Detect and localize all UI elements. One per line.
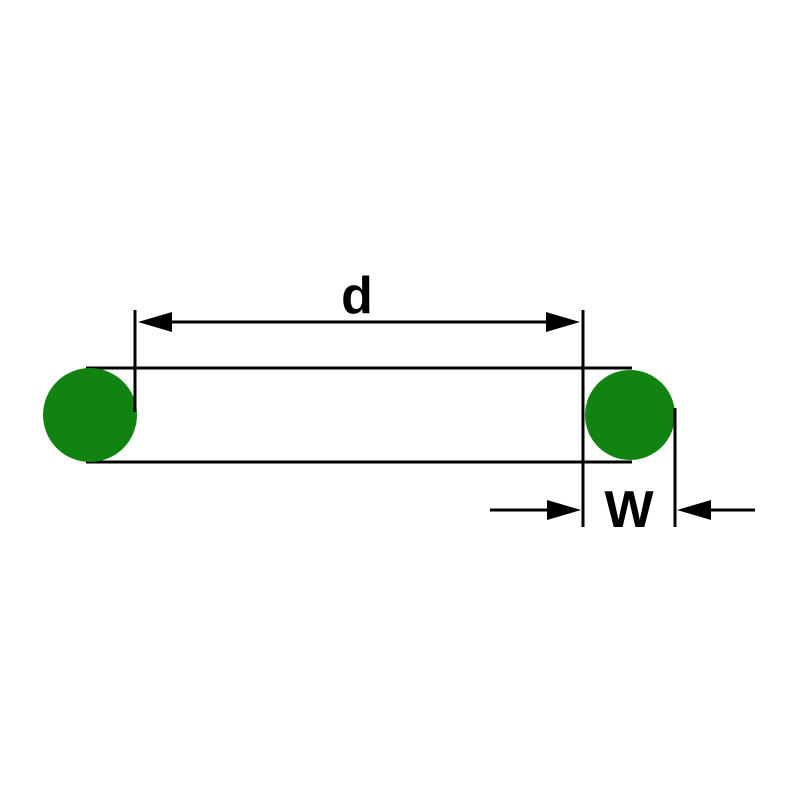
d-left-arrowhead-icon <box>138 312 172 332</box>
d-dimension-label: d <box>341 267 373 325</box>
left-cross-section-circle <box>43 368 137 462</box>
d-right-arrowhead-icon <box>546 312 580 332</box>
w-right-arrowhead-icon <box>677 500 711 520</box>
right-cross-section-circle <box>585 370 675 460</box>
w-left-arrowhead-icon <box>547 500 581 520</box>
w-dimension-label: W <box>604 481 654 539</box>
